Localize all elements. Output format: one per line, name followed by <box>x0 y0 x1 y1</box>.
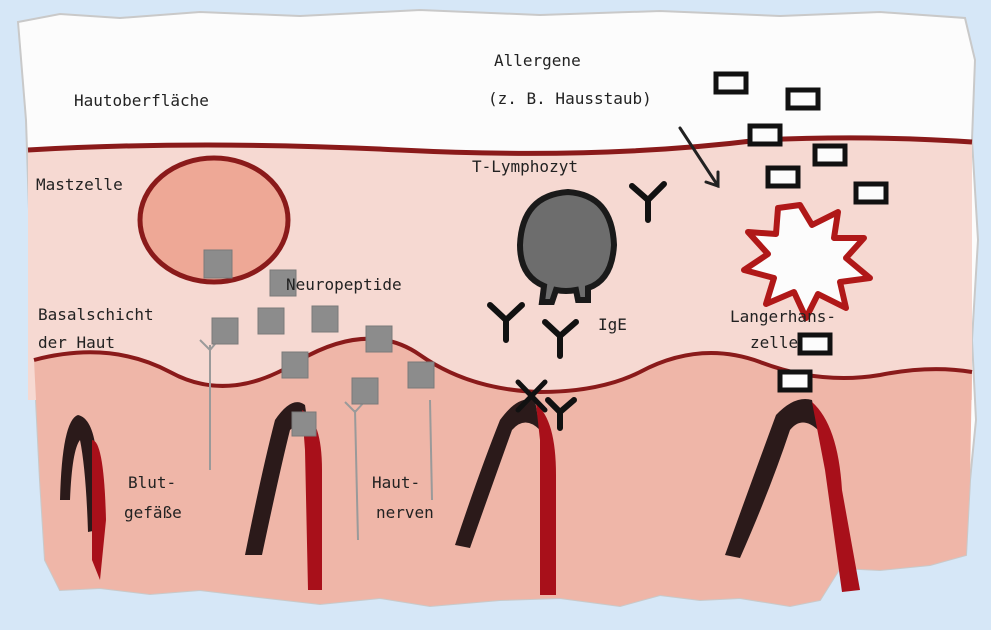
label-allergene-example: (z. B. Hausstaub) <box>488 89 652 108</box>
label-hautnerven: Haut- <box>372 473 420 492</box>
label-neuropeptide: Neuropeptide <box>286 275 402 294</box>
label-blutgefaesse-2: gefäße <box>124 503 182 522</box>
label-langerhans-zelle: zelle <box>750 333 798 352</box>
label-blutgefaesse: Blut- <box>128 473 176 492</box>
label-ige: IgE <box>598 315 627 334</box>
label-hautoberflaeche: Hautoberfläche <box>74 91 209 110</box>
label-basalschicht: Basalschicht <box>38 305 154 324</box>
label-allergene: Allergene <box>494 51 581 70</box>
label-t-lymphozyt: T-Lymphozyt <box>472 157 578 176</box>
label-langerhans: Langerhans- <box>730 307 836 326</box>
label-hautnerven-2: nerven <box>376 503 434 522</box>
label-basalschicht-der-haut: der Haut <box>38 333 115 352</box>
label-mastzelle: Mastzelle <box>36 175 123 194</box>
